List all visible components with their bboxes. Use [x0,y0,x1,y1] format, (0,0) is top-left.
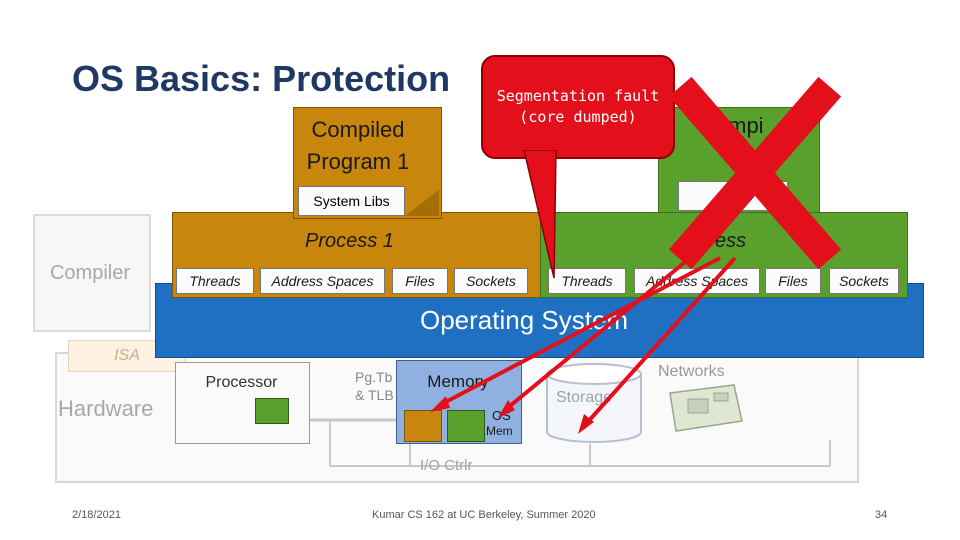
callout-pointer [523,150,557,279]
page-fold-icon [405,190,439,216]
networks-label: Networks [658,363,725,380]
processor-label: Processor [205,374,278,391]
compiler-box [33,214,151,332]
process-1-address-spaces: Address Spaces [260,268,385,294]
process-1-threads: Threads [176,268,254,294]
footer-date: 2/18/2021 [72,509,121,521]
compiler-label: Compiler [49,262,131,284]
footer-course: Kumar CS 162 at UC Berkeley, Summer 2020 [372,509,596,521]
operating-system-label: Operating System [420,305,629,335]
hardware-label: Hardware [58,396,154,421]
processor-chip-icon [255,398,289,424]
process-1-sockets: Sockets [454,268,528,294]
process-2-files: Files [765,268,821,294]
io-controller-label: I/O Ctrlr [420,457,473,474]
segfault-callout-text: Segmentation fault (core dumped) [481,86,675,128]
red-x-icon [668,76,842,270]
compiled-program-1-line1: Compiled [311,117,405,142]
segfault-line1: Segmentation fault [496,87,660,105]
memory-region-process-2 [447,410,485,442]
segfault-callout [481,55,675,159]
page-table-line1: Pg.Tb [355,369,393,385]
footer-page-number: 34 [875,509,888,521]
segfault-line2: (core dumped) [519,108,637,126]
error-arrow-icon [498,256,692,418]
compiled-program-1-label: Compiled Program 1 [293,114,423,178]
process-2-threads: Threads [548,268,626,294]
storage-label: Storage [556,389,613,406]
memory-region-process-1 [404,410,442,442]
process-1-title: Process 1 [305,230,394,252]
error-arrow-icon [578,256,737,434]
system-libs-1: System Libs [298,186,405,216]
page-table-label: Pg.Tb & TLB [355,368,394,404]
slide-title: OS Basics: Protection [72,58,451,99]
process-1-files: Files [392,268,448,294]
process-2-sockets: Sockets [829,268,899,294]
os-mem-label-line2: Mem [486,424,513,438]
network-card-icon [669,384,743,432]
page-table-line2: & TLB [355,387,394,403]
error-arrow-icon [430,256,721,412]
process-2-title: ess [715,230,747,252]
compiled-program-1-line2: Program 1 [306,149,410,174]
